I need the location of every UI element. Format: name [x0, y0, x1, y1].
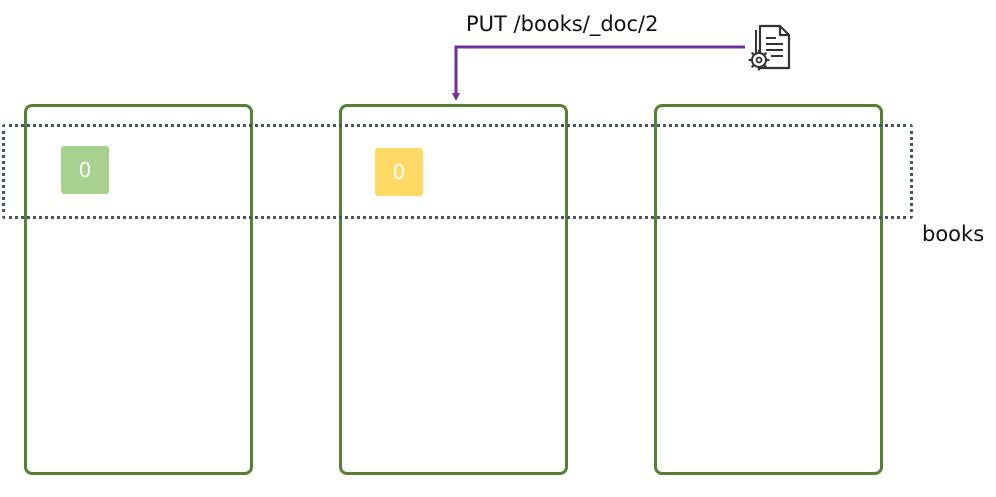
node-2: [339, 104, 568, 475]
node-3: [654, 104, 883, 475]
node-1: [24, 104, 253, 475]
index-label: books: [922, 222, 985, 246]
replica-shard-0: 0: [375, 148, 423, 196]
primary-shard-0: 0: [61, 146, 109, 194]
document-gear-icon: [748, 24, 791, 71]
request-label: PUT /books/_doc/2: [466, 12, 659, 36]
index-books-band: [2, 124, 913, 219]
